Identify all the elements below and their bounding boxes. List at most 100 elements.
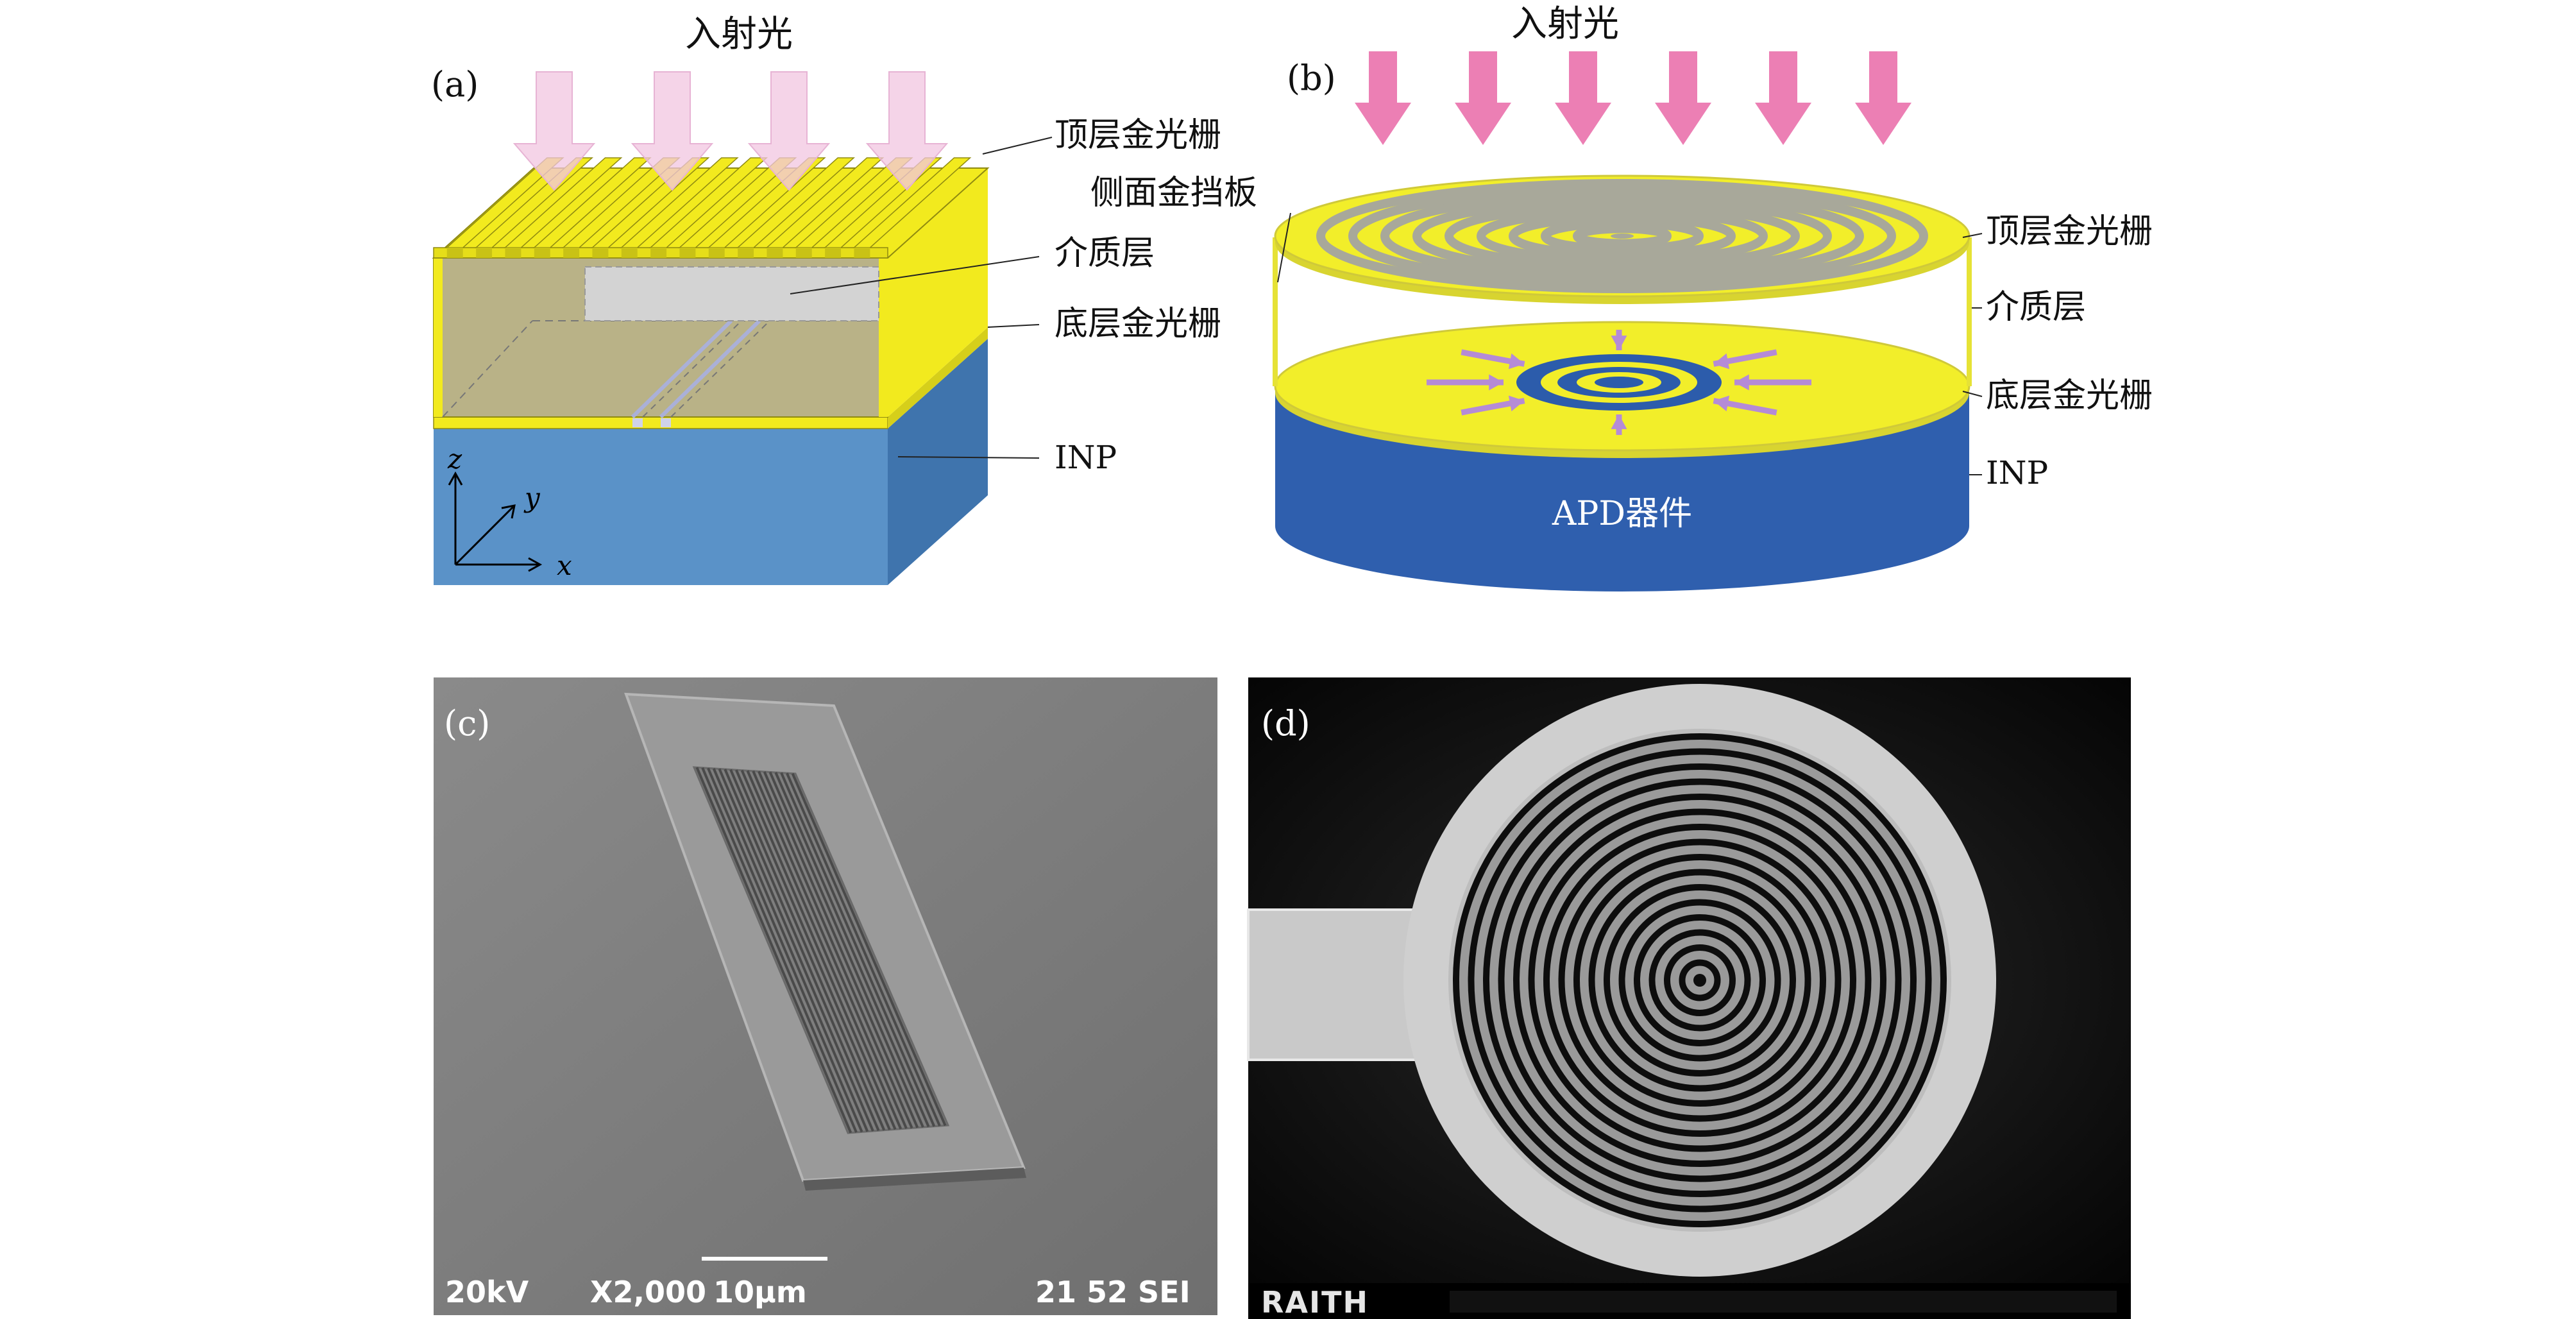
top-grating-bar-front [708, 248, 725, 258]
axis-y-label: y [523, 482, 541, 513]
dielectric-layer-side [888, 168, 988, 417]
sem-c-device-shadow [803, 1168, 1026, 1191]
callout-line-top-grating [982, 137, 1053, 155]
sem-c-magnification: X2,000 [590, 1275, 706, 1309]
bottom-grating-slit-2 [661, 418, 671, 427]
label-inp-b: INP [1986, 454, 2048, 491]
axis-x-label: x [557, 550, 572, 581]
bottom-grating-slit-1 [632, 418, 643, 427]
panel-b-incident-light-title: 入射光 [1511, 3, 1619, 45]
sem-c-grating-line [718, 768, 874, 1132]
label-bottom-grating-b: 底层金光栅 [1986, 377, 2153, 415]
hidden-edge-3 [631, 319, 733, 419]
plasmon-arrow-head [1611, 414, 1627, 429]
top-grating-bar-front [563, 248, 580, 258]
label-dielectric-b: 介质层 [1986, 288, 2086, 327]
hidden-edge-1 [442, 320, 533, 418]
bottom-gold-layer-side [888, 327, 988, 429]
panel-c-sem-linear-grating: (c) 20kV X2,000 10μm 21 52 SEI [434, 677, 1217, 1315]
panel-a-label: (a) [431, 64, 479, 105]
sem-d-ring [1648, 929, 1751, 1032]
top-ring [1412, 196, 1832, 277]
top-grating-bar-front [446, 248, 463, 258]
bottom-bullseye-center [1595, 377, 1643, 388]
sem-c-grating-line [785, 772, 941, 1127]
sem-c-grating-line [740, 769, 897, 1130]
surface-plasmon-arrows [1427, 330, 1811, 435]
incident-arrow-a [747, 71, 831, 191]
sem-c-grating-line [752, 770, 908, 1129]
callout-line-inp [897, 456, 1040, 459]
sem-c-grating-line [768, 771, 924, 1128]
label-bottom-grating-a: 底层金光栅 [1055, 305, 1221, 343]
top-grating-bar-front [795, 248, 812, 258]
sem-d-ring [1679, 959, 1721, 1001]
sem-c-grating-line [780, 772, 936, 1127]
sem-c-grating-line [729, 769, 886, 1131]
axis-z-label: z [447, 443, 462, 475]
sem-c-grating-line [712, 768, 869, 1132]
left-gold-wall [434, 258, 443, 417]
panel-a-incident-light-title: 入射光 [685, 13, 793, 55]
axes-indicator [448, 471, 543, 572]
callout-line-bottom-grating-b [1962, 391, 1983, 397]
sem-d-ring [1573, 854, 1826, 1107]
top-grating-bar-front [679, 248, 696, 258]
panel-b-label: (b) [1287, 58, 1336, 98]
panel-b-circular-device: (b) 入射光 APD器件 侧面金挡板 顶层金光栅 介质层 底层金光栅 [1090, 3, 2153, 591]
incident-arrows-a [513, 71, 949, 191]
sem-d-ring [1498, 778, 1902, 1182]
top-grating-bar-front [854, 248, 870, 258]
sem-d-ring-center [1693, 974, 1706, 987]
plasmon-arrow-head [1734, 374, 1749, 391]
sem-c-grating-line [791, 772, 947, 1127]
top-grating-bar-front [592, 248, 609, 258]
sem-d-ring [1453, 733, 1947, 1227]
incident-arrow-b [1455, 51, 1511, 145]
top-grating-bar-front [825, 248, 842, 258]
incident-arrow-b [1555, 51, 1611, 145]
top-grating-bar-front [505, 248, 521, 258]
sem-d-ring [1618, 899, 1781, 1062]
top-grating-bar-front [650, 248, 667, 258]
sem-d-ring [1483, 763, 1917, 1197]
sem-d-ring [1528, 808, 1872, 1152]
right-gold-wall [879, 258, 888, 417]
sem-d-ring [1604, 884, 1796, 1076]
sem-c-grating-line [724, 769, 880, 1132]
top-ring [1316, 179, 1928, 293]
top-ring [1348, 184, 1896, 288]
panel-c-label: (c) [444, 703, 490, 744]
label-side-baffle: 侧面金挡板 [1090, 174, 1257, 212]
sem-d-meta-block [1450, 1291, 2117, 1313]
sem-d-ring [1468, 748, 1932, 1213]
top-ring [1509, 212, 1736, 260]
label-inp-a: INP [1055, 439, 1117, 476]
plasmon-arrow-head [1713, 353, 1730, 370]
plasmon-arrow-head [1713, 395, 1730, 412]
inp-substrate-side [888, 339, 988, 585]
top-grating-bar-front [621, 248, 638, 258]
plasmon-arrow-head [1508, 395, 1525, 412]
label-top-grating-a: 顶层金光栅 [1055, 116, 1221, 155]
top-ring [1380, 190, 1864, 282]
sem-d-ring [1664, 944, 1736, 1016]
top-ring-center [1611, 234, 1634, 239]
inp-substrate-front [434, 429, 888, 585]
incident-arrow-b [1655, 51, 1711, 145]
panel-d-sem-circular-grating: RAITH (d) [1247, 677, 2131, 1319]
sem-c-voltage: 20kV [445, 1275, 529, 1309]
incident-arrow-b [1755, 51, 1811, 145]
dielectric-inner-region [584, 266, 879, 321]
top-ring [1573, 224, 1672, 248]
top-grating-bar-front [767, 248, 783, 258]
sem-c-grating-line [774, 772, 930, 1128]
label-top-grating-b: 顶层金光栅 [1986, 212, 2153, 251]
sem-c-info: 21 52 SEI [1035, 1275, 1191, 1309]
sem-c-grating-line [695, 767, 852, 1134]
callout-line-top-grating-b [1962, 233, 1983, 238]
sem-c-grating-line [701, 767, 858, 1133]
sem-c-grating-line [746, 770, 902, 1130]
sem-d-concentric-rings [1453, 733, 1947, 1227]
